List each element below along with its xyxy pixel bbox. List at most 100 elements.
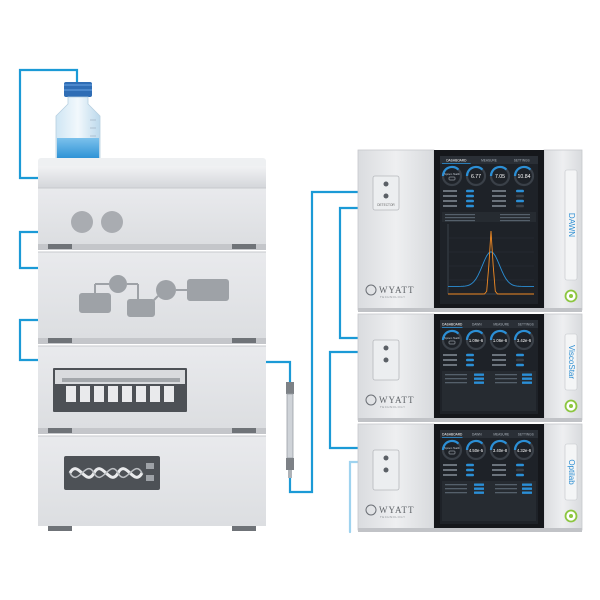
setting-toggle[interactable] bbox=[466, 353, 474, 357]
hplc-stack bbox=[38, 158, 266, 531]
gauge-arc bbox=[441, 329, 460, 341]
setting-toggle[interactable] bbox=[466, 363, 474, 367]
power-icon bbox=[569, 404, 573, 408]
port-label: DETECTOR bbox=[377, 203, 395, 207]
flow-schematic-icon bbox=[79, 275, 229, 317]
status-button[interactable] bbox=[522, 491, 532, 494]
setting-toggle[interactable] bbox=[516, 473, 524, 477]
setting-toggle[interactable] bbox=[516, 468, 524, 472]
screen-tab-measure[interactable]: MEASURE bbox=[481, 159, 497, 163]
screen-tab-dawn[interactable]: DAWN bbox=[472, 433, 482, 437]
setting-toggle[interactable] bbox=[516, 194, 524, 198]
setting-toggle[interactable] bbox=[516, 363, 524, 367]
setting-toggle[interactable] bbox=[466, 473, 474, 477]
setting-toggle[interactable] bbox=[466, 463, 474, 467]
status-button[interactable] bbox=[474, 487, 484, 490]
gauge-label: System Health bbox=[444, 447, 460, 450]
inlet-panel bbox=[372, 175, 400, 211]
uv-detector-module bbox=[38, 435, 266, 531]
inlet-port-icon[interactable] bbox=[383, 345, 389, 351]
status-panel bbox=[442, 371, 536, 411]
setting-toggle[interactable] bbox=[516, 204, 524, 208]
gauge-value: 3.42e-6 bbox=[517, 338, 532, 343]
setting-toggle[interactable] bbox=[466, 189, 474, 193]
screen-tab-dawn[interactable]: DAWN bbox=[472, 323, 482, 327]
tube-column-to-detector bbox=[288, 190, 377, 494]
screen-tab-dashboard[interactable]: DASHBOARD bbox=[446, 159, 467, 163]
gauge-label: System Health bbox=[444, 337, 460, 340]
setting-toggle[interactable] bbox=[466, 468, 474, 472]
screen-tab-bar bbox=[440, 156, 538, 164]
setting-toggle[interactable] bbox=[516, 463, 524, 467]
sample-vials-icon bbox=[66, 386, 174, 402]
chart-series-line bbox=[448, 230, 534, 295]
pump-knob-right bbox=[101, 211, 123, 233]
screen-tab-dashboard[interactable]: DASHBOARD bbox=[442, 323, 463, 327]
column bbox=[286, 382, 294, 478]
gauge-value: 4.32e-6 bbox=[517, 448, 532, 453]
status-button[interactable] bbox=[522, 373, 532, 376]
status-button[interactable] bbox=[522, 377, 532, 380]
gauge-value: 1.09e-6 bbox=[469, 338, 484, 343]
inlet-port-icon[interactable] bbox=[383, 181, 389, 187]
status-button[interactable] bbox=[522, 483, 532, 486]
gauge-arc bbox=[441, 165, 460, 177]
status-button[interactable] bbox=[522, 487, 532, 490]
setting-toggle[interactable] bbox=[466, 199, 474, 203]
table-panel bbox=[442, 212, 536, 222]
screen-tab-settings[interactable]: SETTINGS bbox=[518, 323, 534, 327]
setting-toggle[interactable] bbox=[516, 189, 524, 193]
gauge-value: 10.84 bbox=[518, 174, 531, 180]
setting-toggle[interactable] bbox=[516, 353, 524, 357]
gauge-arc bbox=[489, 439, 508, 451]
mixer-module bbox=[38, 251, 266, 344]
gauge-arc bbox=[465, 329, 484, 341]
gauge-label: System Health bbox=[444, 173, 460, 176]
status-panel bbox=[442, 481, 536, 521]
outlet-port-icon[interactable] bbox=[383, 193, 389, 199]
status-button[interactable] bbox=[474, 491, 484, 494]
inlet-port-icon[interactable] bbox=[383, 455, 389, 461]
instrument-name: DAWN bbox=[567, 213, 576, 237]
brand-name: WYATT bbox=[379, 505, 415, 515]
gauge-arc bbox=[465, 165, 484, 177]
setting-toggle[interactable] bbox=[516, 199, 524, 203]
setting-toggle[interactable] bbox=[466, 194, 474, 198]
setting-toggle[interactable] bbox=[466, 358, 474, 362]
gauge-value: 4.50e-5 bbox=[469, 448, 484, 453]
gauge-value: 3.40e-8 bbox=[493, 448, 508, 453]
screen-tab-measure[interactable]: MEASURE bbox=[493, 433, 509, 437]
brand-subtitle: TECHNOLOGY bbox=[380, 515, 406, 519]
tube-mixer-to-sampler bbox=[18, 318, 42, 362]
status-button[interactable] bbox=[522, 381, 532, 384]
setting-toggle[interactable] bbox=[466, 204, 474, 208]
gauge-arc bbox=[441, 439, 460, 451]
gauge-arc bbox=[513, 165, 532, 177]
outlet-port-icon[interactable] bbox=[383, 467, 389, 473]
screen-tab-settings[interactable]: SETTINGS bbox=[514, 159, 530, 163]
side-nameplate bbox=[564, 443, 578, 501]
status-button[interactable] bbox=[474, 377, 484, 380]
status-button[interactable] bbox=[474, 381, 484, 384]
screen-tab-settings[interactable]: SETTINGS bbox=[518, 433, 534, 437]
camera-icon bbox=[448, 176, 456, 181]
screen-tab-measure[interactable]: MEASURE bbox=[493, 323, 509, 327]
setting-toggle[interactable] bbox=[516, 358, 524, 362]
status-button[interactable] bbox=[474, 483, 484, 486]
gauge-value: 7.05 bbox=[495, 174, 505, 180]
gauge-arc bbox=[513, 439, 532, 451]
instrument-name: ViscoStar bbox=[567, 345, 576, 379]
tube-bottle-to-pump bbox=[18, 68, 79, 180]
outlet-port-icon[interactable] bbox=[383, 357, 389, 363]
pump-module bbox=[38, 158, 266, 250]
chart-series-line bbox=[448, 251, 534, 287]
power-icon bbox=[569, 514, 573, 518]
status-button[interactable] bbox=[474, 373, 484, 376]
screen-tab-dashboard[interactable]: DASHBOARD bbox=[442, 433, 463, 437]
camera-icon bbox=[448, 450, 456, 455]
touchscreen[interactable] bbox=[440, 156, 538, 304]
